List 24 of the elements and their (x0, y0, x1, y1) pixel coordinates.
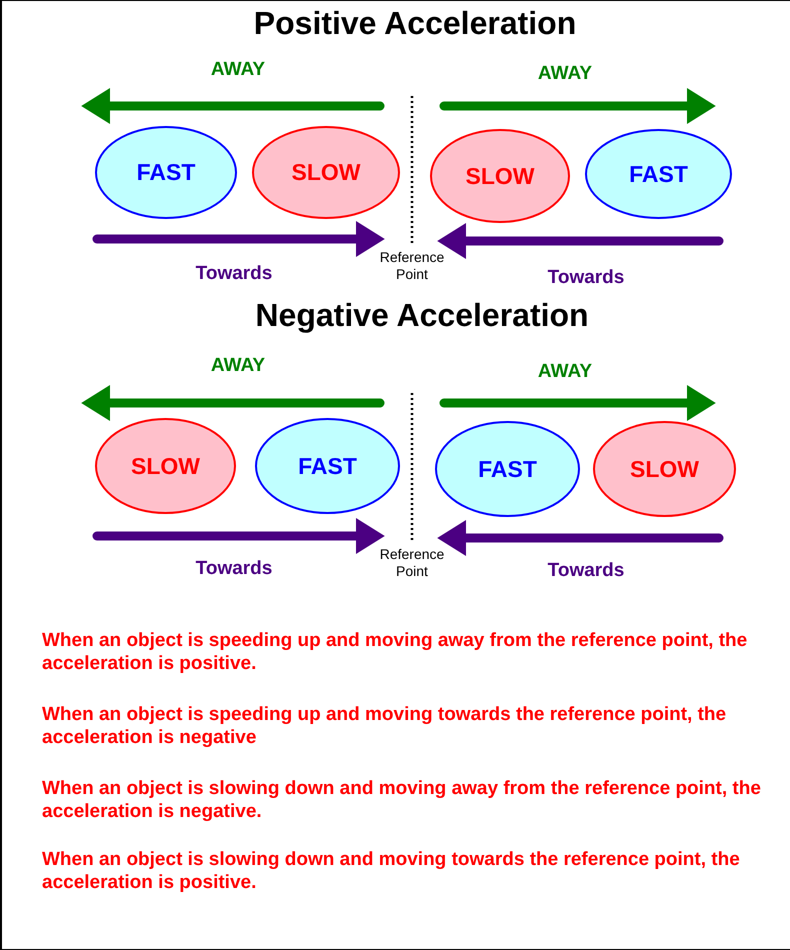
rule-text: When an object is speeding up and moving away from the reference point, the acceleration is positive. (42, 629, 748, 675)
speed-label: FAST (298, 452, 357, 480)
speed-label: FAST (478, 456, 537, 482)
away-label: AWAY (210, 59, 266, 81)
away-label: AWAY (210, 355, 266, 377)
rule-text: When an object is slowing down and moving away from the reference point, the acceleration is negative. (42, 777, 762, 823)
away-label: AWAY (538, 361, 592, 383)
speed-label: FAST (629, 160, 688, 188)
towards-label: Towards (548, 560, 624, 582)
section-heading: Negative Acceleration (255, 297, 589, 334)
rule-text: When an object is speeding up and moving towards the reference point, the acceleration is negative (42, 703, 728, 749)
speed-label: FAST (136, 159, 196, 186)
reference-point-label: Reference Point (378, 249, 446, 283)
section-heading: Positive Acceleration (254, 5, 576, 42)
speed-label: SLOW (466, 162, 534, 190)
away-label: AWAY (538, 63, 592, 85)
towards-label: Towards (196, 263, 272, 285)
reference-point-label: Reference Point (378, 546, 446, 580)
speed-label: SLOW (630, 456, 699, 482)
towards-label: Towards (196, 558, 272, 580)
rule-text: When an object is slowing down and moving towards the reference point, the acceleration is positive. (42, 848, 741, 894)
towards-label: Towards (548, 267, 624, 289)
speed-label: SLOW (131, 452, 200, 480)
speed-label: SLOW (292, 159, 360, 186)
